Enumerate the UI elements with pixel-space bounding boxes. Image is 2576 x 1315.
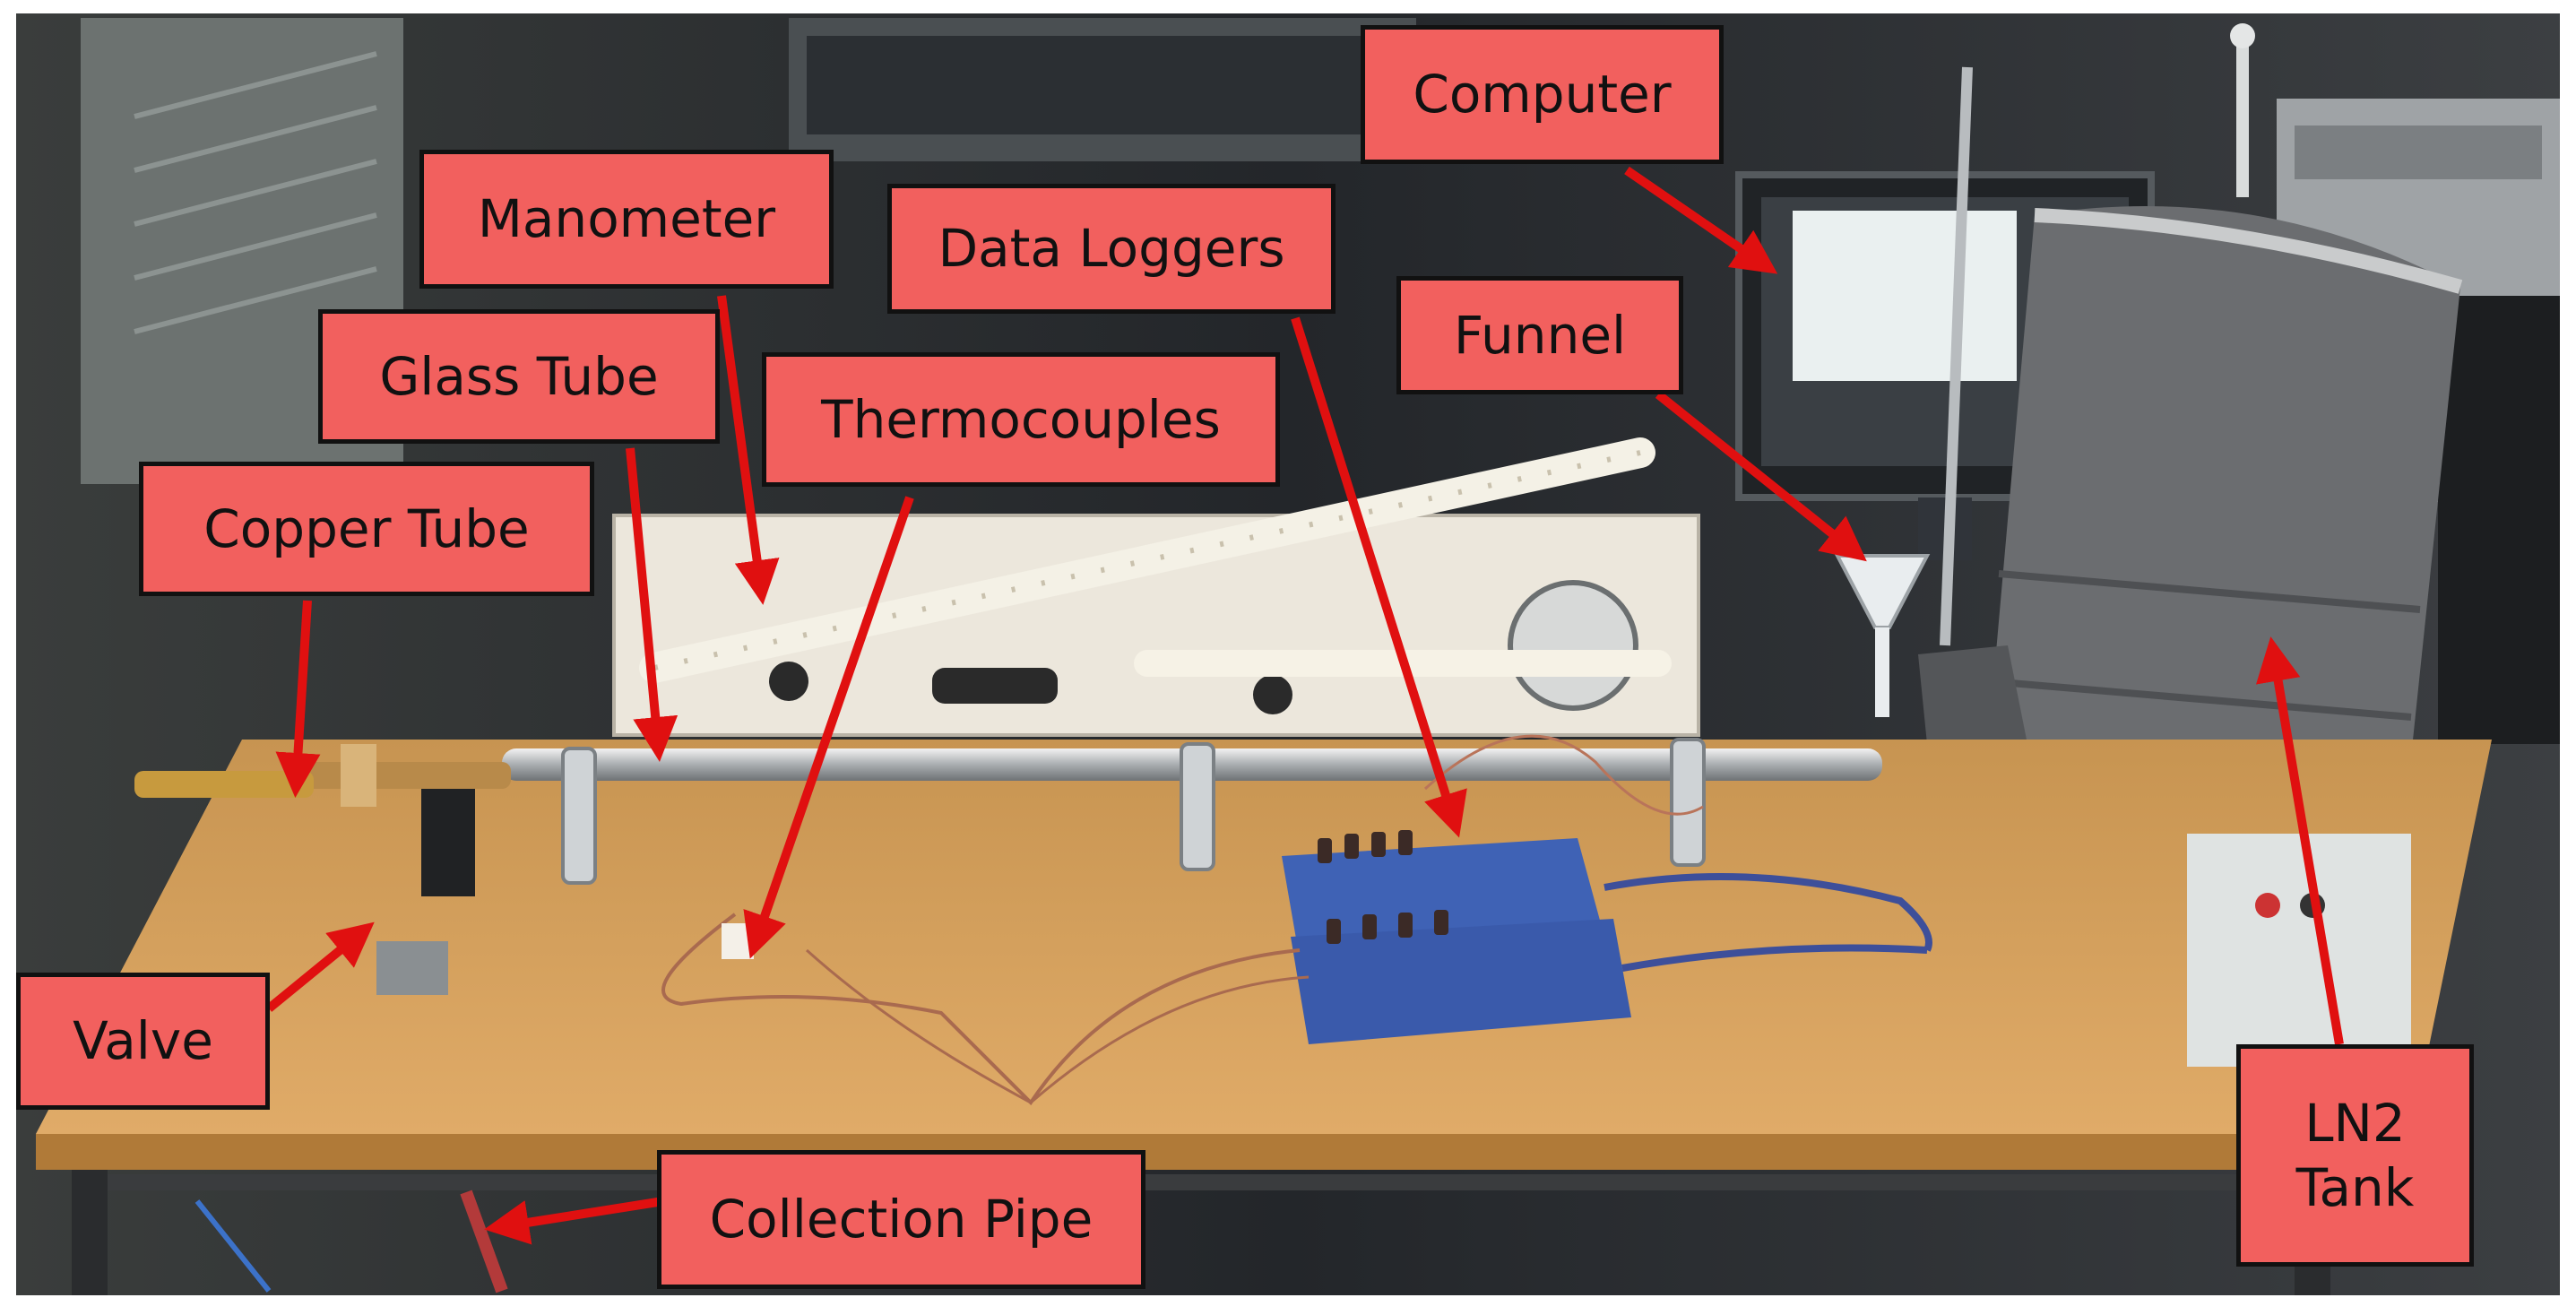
brass-fitting — [134, 771, 314, 798]
thermocouple-wires — [805, 948, 1310, 1104]
panel-handle — [932, 668, 1058, 704]
label-computer-text: Computer — [1413, 64, 1672, 125]
usb-cable — [1604, 873, 1932, 952]
box-indicator — [2255, 893, 2280, 918]
label-copper-tube-text: Copper Tube — [203, 497, 530, 559]
shelf-interior — [807, 36, 1398, 134]
tank-rim — [2034, 208, 2463, 294]
label-funnel: Funnel — [1396, 276, 1683, 394]
tank-tape-seam — [1998, 570, 2421, 613]
arrow-copper-tube — [275, 600, 321, 798]
valve-outlet — [376, 941, 448, 995]
label-collection-pipe: Collection Pipe — [657, 1150, 1145, 1289]
blind-slats — [134, 51, 377, 334]
valve-body — [421, 789, 475, 896]
usb-cable — [1621, 944, 1928, 972]
tank-tape-seam — [1989, 678, 2412, 721]
label-glass-tube-text: Glass Tube — [379, 345, 659, 407]
table-edge — [36, 1134, 2411, 1170]
ln2-tank-wrap — [1981, 206, 2460, 843]
panel-knob — [769, 662, 808, 701]
label-manometer: Manometer — [419, 150, 834, 289]
inclined-manometer-tube — [639, 437, 1655, 683]
flange — [341, 744, 376, 807]
arrow-collection-pipe — [484, 1197, 664, 1245]
arrow-funnel — [1655, 391, 1867, 562]
label-collection-pipe-text: Collection Pipe — [709, 1189, 1094, 1250]
table-leg — [72, 1170, 108, 1295]
funnel-stem — [1875, 627, 1889, 717]
support-rod — [1940, 66, 1973, 646]
label-valve: Valve — [16, 973, 270, 1110]
label-thermocouples-text: Thermocouples — [821, 388, 1221, 450]
label-data-loggers: Data Loggers — [887, 184, 1336, 314]
tube-supports — [561, 738, 1706, 885]
label-ln2-tank: LN2 Tank — [2236, 1044, 2474, 1267]
thermocouple-wires — [1423, 734, 1704, 816]
arrow-thermocouples — [743, 496, 914, 959]
collection-pipe — [460, 1190, 508, 1293]
arrow-ln2-tank — [2255, 636, 2344, 1045]
monitor-window — [1793, 211, 2017, 381]
label-manometer-text: Manometer — [477, 188, 776, 250]
panel-knob — [1253, 675, 1292, 714]
electrical-box — [2187, 834, 2411, 1067]
label-funnel-text: Funnel — [1453, 304, 1627, 366]
logger-connectors — [1318, 830, 1448, 944]
label-copper-tube: Copper Tube — [139, 462, 594, 596]
label-ln2-tank-line1: LN2 — [2304, 1092, 2406, 1154]
label-ln2-tank-line2: Tank — [2295, 1157, 2415, 1218]
arrow-manometer — [717, 295, 780, 605]
arrow-glass-tube — [626, 447, 679, 762]
label-data-loggers-text: Data Loggers — [938, 218, 1285, 280]
thermocouple-wires — [661, 913, 1301, 1106]
table-frame — [108, 1174, 2295, 1190]
arrow-data-loggers — [1291, 316, 1467, 838]
label-valve-text: Valve — [73, 1010, 213, 1072]
floor-cable — [194, 1199, 272, 1293]
arrow-valve — [265, 921, 375, 1012]
cabinet-drawer — [2295, 125, 2542, 179]
arrow-computer — [1624, 166, 1778, 274]
tank-valve-knob — [2230, 23, 2255, 48]
table-top — [36, 740, 2492, 1134]
tank-valve-stem — [2236, 36, 2249, 197]
label-thermocouples: Thermocouples — [762, 352, 1280, 487]
label-glass-tube: Glass Tube — [318, 309, 720, 444]
computer-tower — [2438, 296, 2560, 744]
label-computer: Computer — [1361, 25, 1724, 164]
data-logger-bottom — [1291, 919, 1631, 1044]
